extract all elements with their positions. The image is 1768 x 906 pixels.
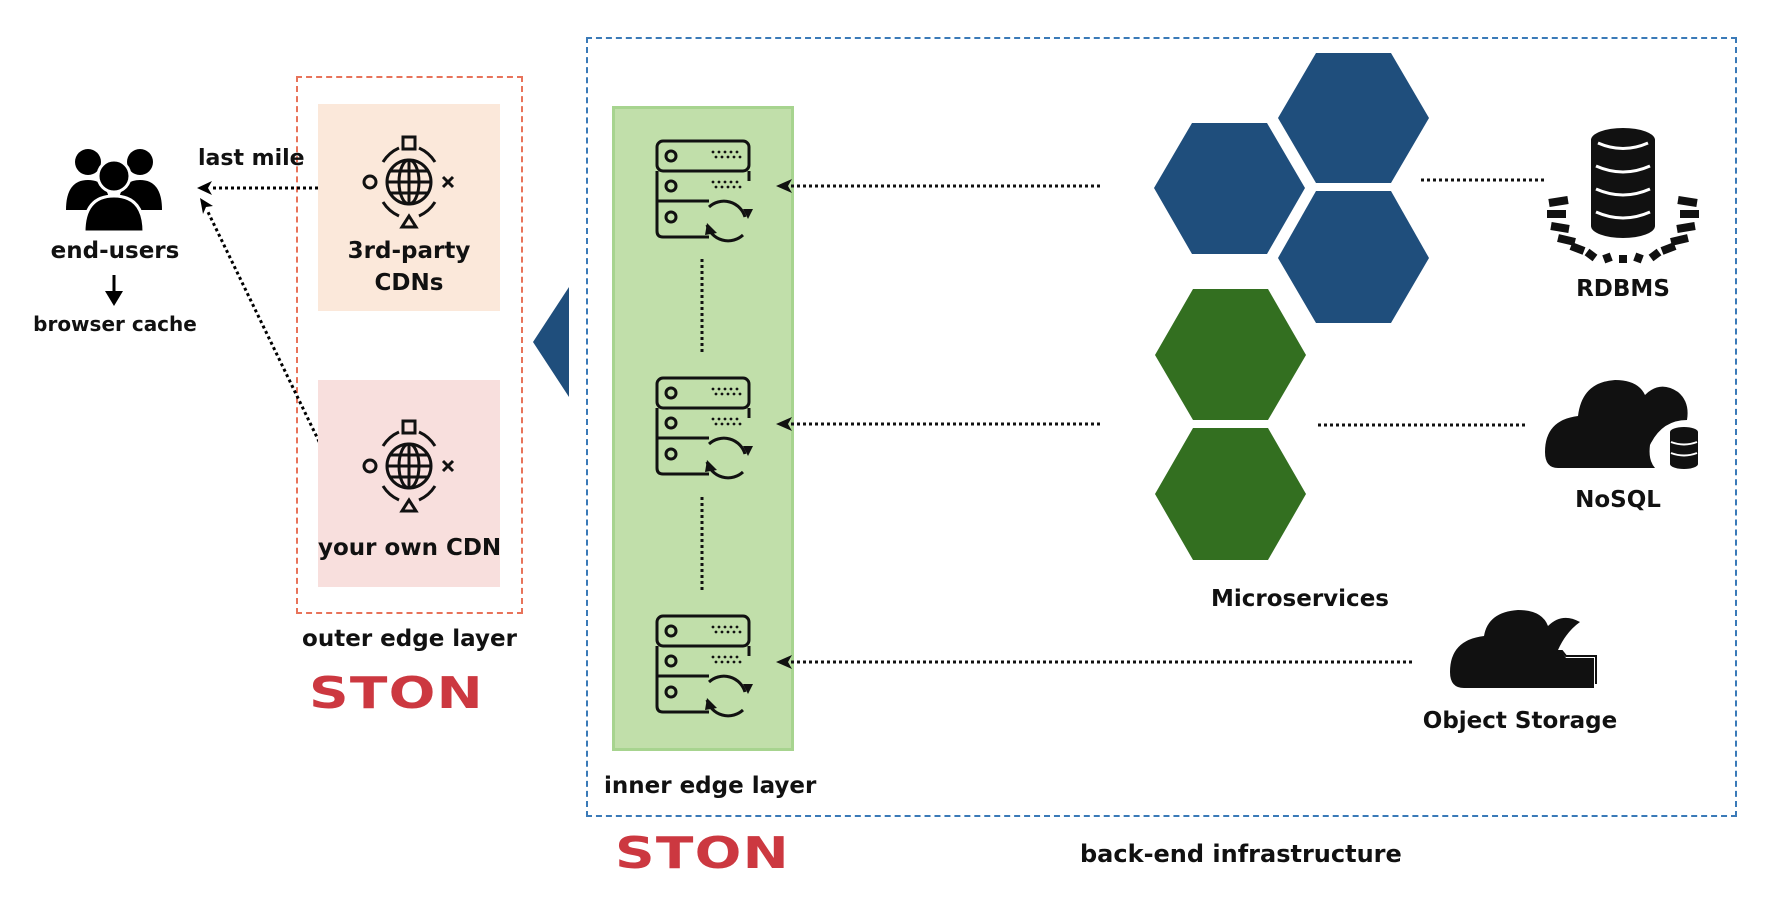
3rd-party-cdns-label-line2: CDNs xyxy=(374,270,444,296)
microservice-hex-blue-top xyxy=(1278,53,1429,183)
backend-infrastructure-label: back-end infrastructure xyxy=(1080,840,1402,868)
rdbms-label: RDBMS xyxy=(1576,276,1670,302)
last-mile-label: last mile xyxy=(198,146,305,171)
object-storage-label: Object Storage xyxy=(1422,708,1618,734)
3rd-party-cdns-label-line1: 3rd-party xyxy=(347,238,471,264)
inner-edge-layer-panel xyxy=(612,106,794,751)
ston-logo-inner: STON xyxy=(615,828,790,879)
your-own-cdn-label: your own CDN xyxy=(318,535,502,561)
arrow-3rd-party-to-users xyxy=(197,181,324,195)
arrow-object-storage-to-inner-edge xyxy=(776,655,1412,669)
arrow-microservices-to-inner-edge-top xyxy=(776,179,1100,193)
backend-infrastructure-boundary xyxy=(586,37,1737,817)
outer-edge-layer-label: outer edge layer xyxy=(302,626,517,652)
globe-network-icon xyxy=(362,419,455,513)
end-users-label: end-users xyxy=(50,238,180,264)
cloud-database-icon xyxy=(1545,380,1698,469)
nosql-label: NoSQL xyxy=(1575,487,1661,513)
card-3rd-party-cdns: 3rd-party CDNs xyxy=(318,104,500,311)
server-sync-icon-2 xyxy=(655,376,755,480)
users-group-icon xyxy=(66,149,162,234)
arrow-own-cdn-to-users xyxy=(200,198,329,459)
ston-logo-outer: STON xyxy=(309,668,484,719)
outer-edge-layer-boundary xyxy=(296,76,523,614)
microservice-hex-green-bottom xyxy=(1155,428,1306,560)
microservice-hex-green-top xyxy=(1155,289,1306,420)
microservices-label: Microservices xyxy=(1211,586,1389,612)
microservice-hex-blue-bottom xyxy=(1278,191,1429,323)
globe-network-icon xyxy=(362,135,455,229)
server-sync-icon-1 xyxy=(655,139,755,243)
browser-cache-label: browser cache xyxy=(33,312,197,336)
inner-edge-layer-label: inner edge layer xyxy=(604,773,817,799)
card-your-own-cdn: your own CDN xyxy=(318,380,502,587)
microservice-hex-blue-left xyxy=(1154,123,1305,254)
arrow-down-icon xyxy=(105,275,123,306)
server-sync-icon-3 xyxy=(655,614,755,718)
triangle-pointer-icon xyxy=(533,287,569,397)
cloud-folder-icon xyxy=(1450,610,1597,688)
arrow-microservices-to-inner-edge-middle xyxy=(776,417,1100,431)
database-icon xyxy=(1547,128,1699,264)
